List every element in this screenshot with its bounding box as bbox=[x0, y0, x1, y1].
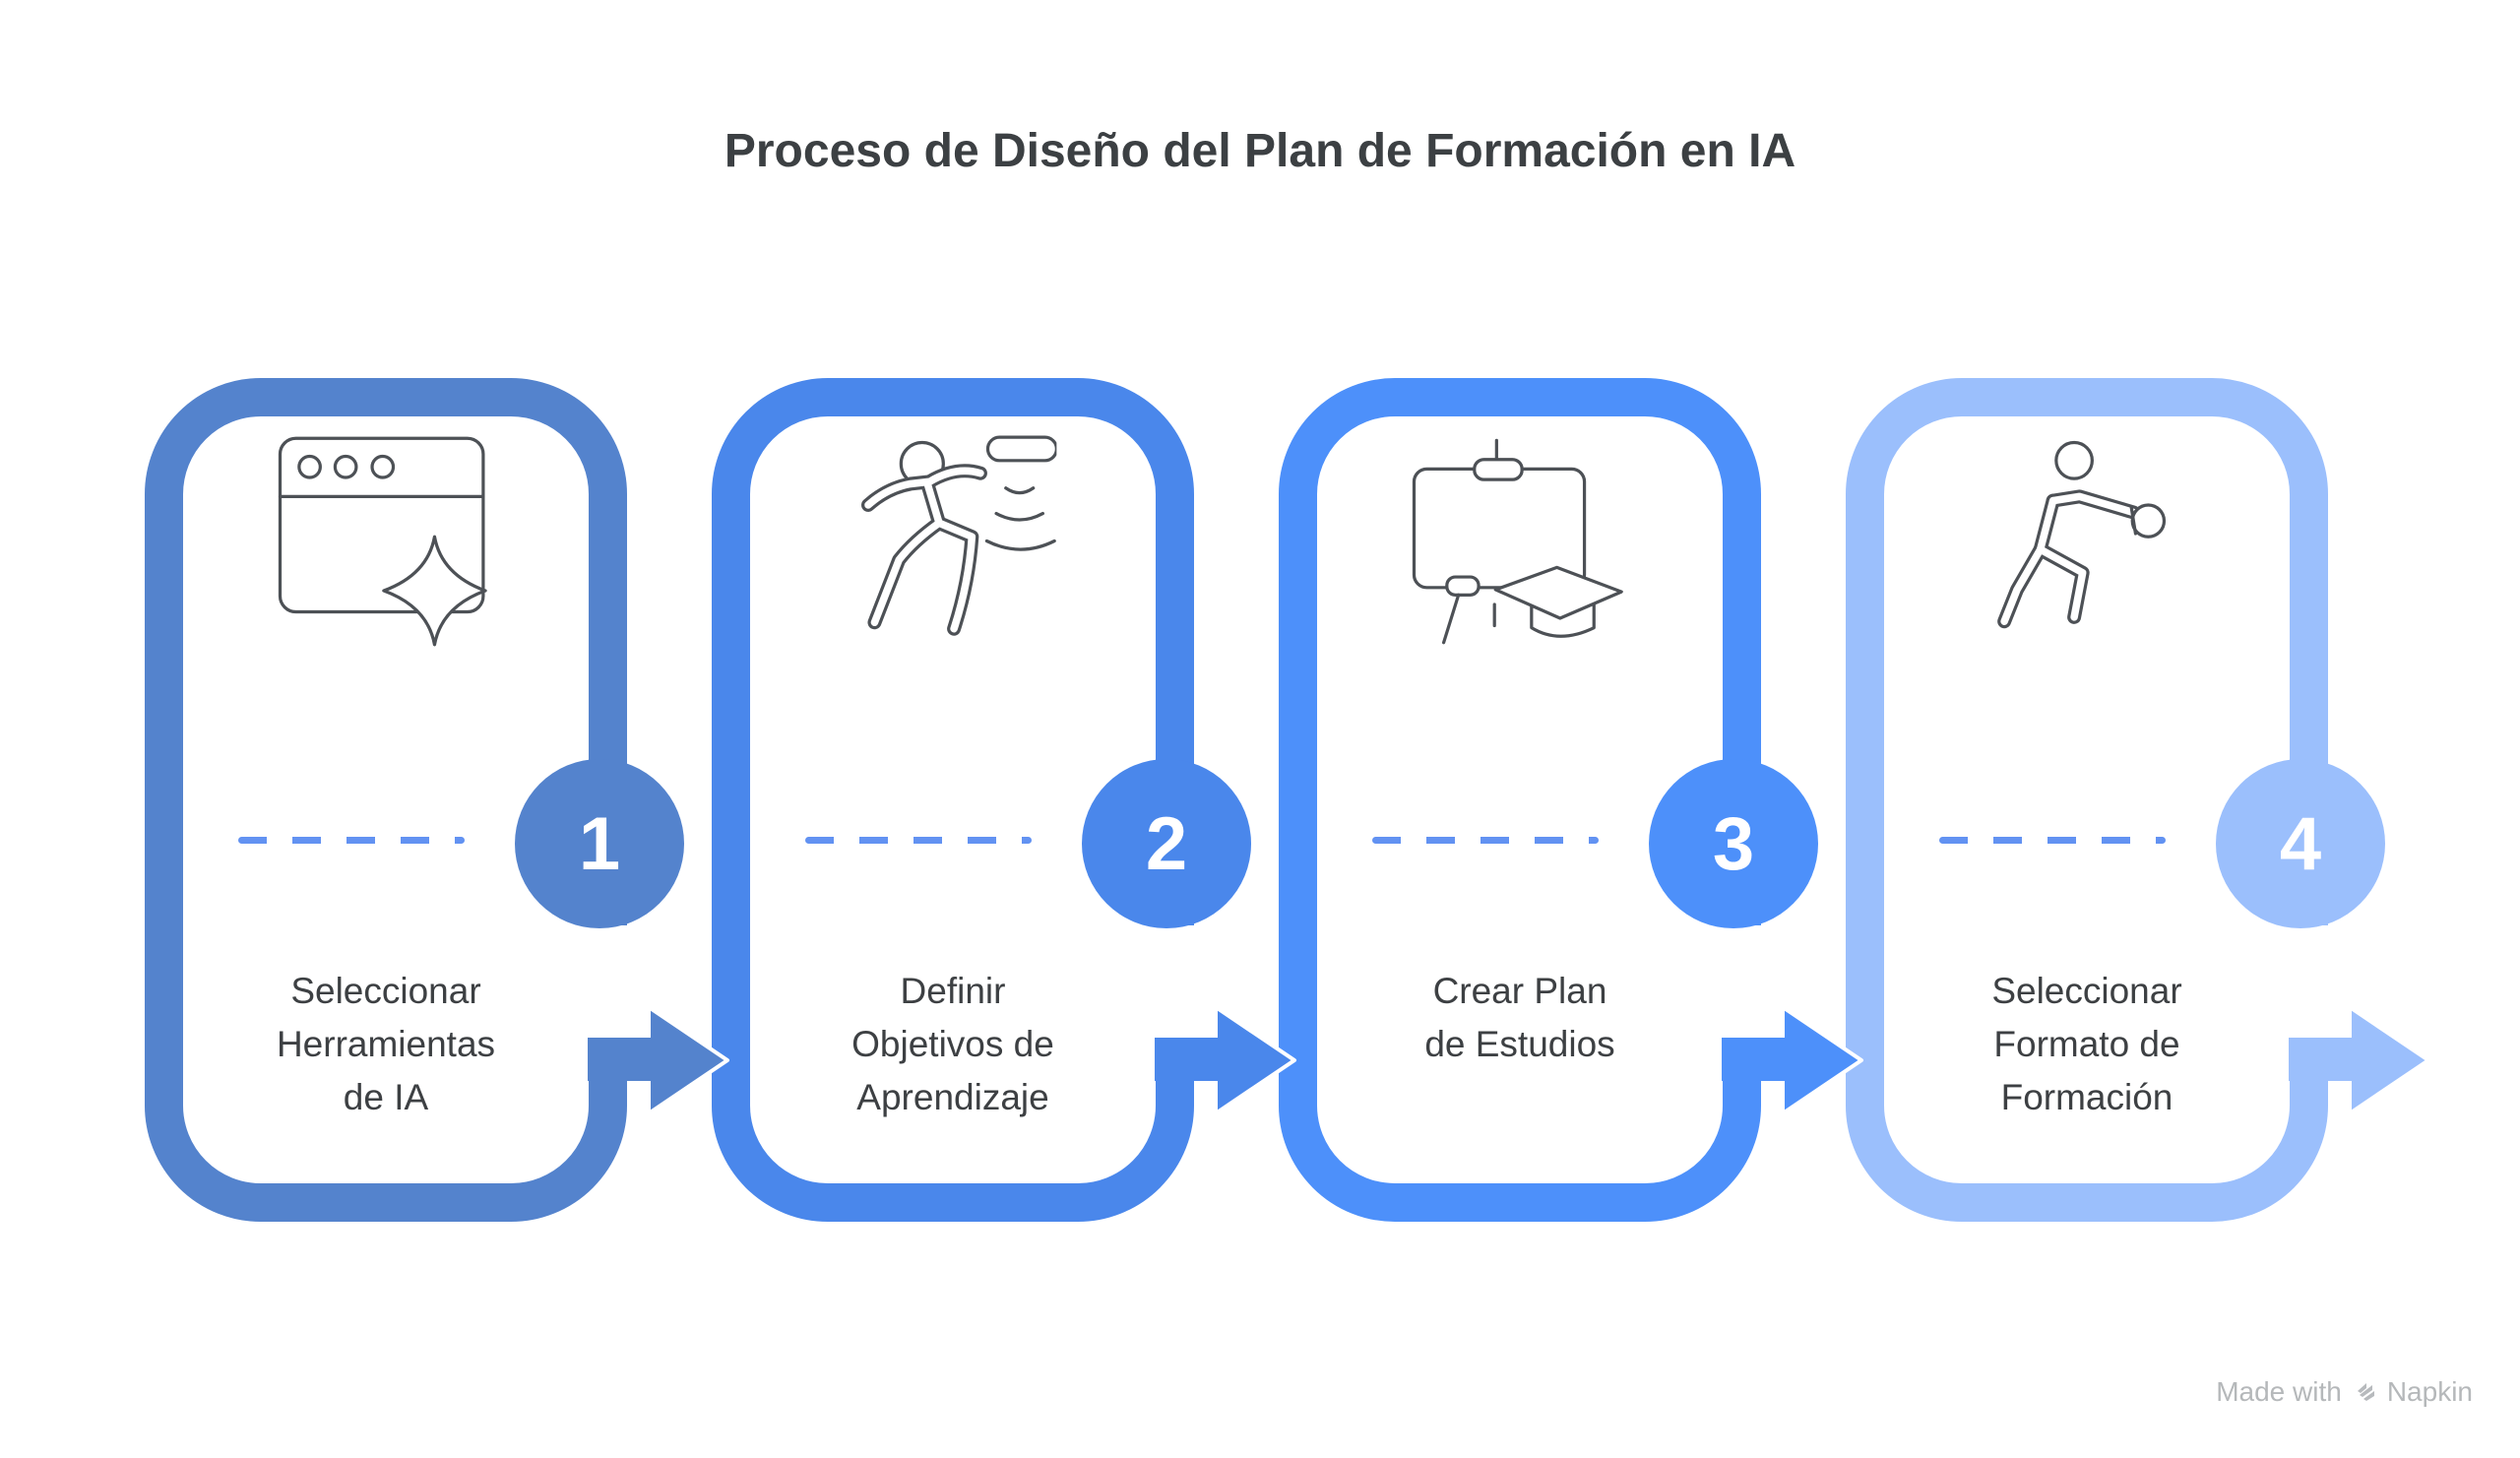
step-label-line: de IA bbox=[343, 1077, 429, 1117]
flow-arrow-icon bbox=[2289, 1005, 2430, 1115]
whiteboard-graduation-cap-icon bbox=[1412, 435, 1623, 647]
watermark: Made with Napkin bbox=[2216, 1376, 2473, 1408]
browser-sparkle-icon bbox=[278, 435, 489, 647]
flow-arrow-icon bbox=[1155, 1005, 1296, 1115]
dashed-divider bbox=[805, 837, 1032, 844]
step-number: 1 bbox=[578, 801, 621, 886]
step-number-badge: 1 bbox=[515, 759, 684, 928]
step-label: Definir Objetivos de Aprendizaje bbox=[750, 965, 1156, 1124]
page-title: Proceso de Diseño del Plan de Formación … bbox=[724, 125, 1796, 177]
border-gap bbox=[584, 925, 629, 1042]
step-label-line: Herramientas bbox=[276, 1024, 496, 1064]
step-label: Seleccionar Herramientas de IA bbox=[183, 965, 589, 1124]
step-label: Seleccionar Formato de Formación bbox=[1884, 965, 2290, 1124]
step-label-line: Seleccionar bbox=[1991, 971, 2182, 1011]
watermark-brand: Napkin bbox=[2386, 1376, 2473, 1407]
dashed-divider bbox=[1939, 837, 2166, 844]
step-number-badge: 2 bbox=[1082, 759, 1251, 928]
watermark-prefix: Made with bbox=[2216, 1376, 2342, 1407]
step-label-line: Formación bbox=[2000, 1077, 2174, 1117]
step-label-line: Crear Plan bbox=[1432, 971, 1607, 1011]
step-card-2: 2 Definir Objetivos de Aprendizaje bbox=[712, 378, 1296, 1222]
step-label-line: Seleccionar bbox=[290, 971, 481, 1011]
step-label-line: Objetivos de bbox=[851, 1024, 1054, 1064]
flow-arrow-icon bbox=[1722, 1005, 1863, 1115]
step-label: Crear Plan de Estudios bbox=[1317, 965, 1723, 1071]
step-label-line: Definir bbox=[900, 971, 1006, 1011]
step-number: 4 bbox=[2279, 801, 2322, 886]
border-gap bbox=[2285, 925, 2330, 1042]
step-label-line: Aprendizaje bbox=[856, 1077, 1049, 1117]
napkin-logo-icon bbox=[2357, 1383, 2374, 1401]
flow-arrow-icon bbox=[588, 1005, 729, 1115]
boxing-person-icon bbox=[1979, 435, 2190, 647]
step-number-badge: 3 bbox=[1649, 759, 1818, 928]
step-card-3: 3 Crear Plan de Estudios bbox=[1279, 378, 1863, 1222]
step-label-line: de Estudios bbox=[1424, 1024, 1615, 1064]
step-card-4: 4 Seleccionar Formato de Formación bbox=[1846, 378, 2430, 1222]
step-number-badge: 4 bbox=[2216, 759, 2385, 928]
border-gap bbox=[1151, 925, 1196, 1042]
dashed-divider bbox=[1372, 837, 1599, 844]
step-card-1: 1 Seleccionar Herramientas de IA bbox=[145, 378, 729, 1222]
person-throwing-icon bbox=[845, 435, 1057, 647]
step-number: 2 bbox=[1145, 801, 1188, 886]
border-gap bbox=[1718, 925, 1763, 1042]
dashed-divider bbox=[238, 837, 465, 844]
step-number: 3 bbox=[1712, 801, 1755, 886]
step-label-line: Formato de bbox=[1993, 1024, 2180, 1064]
